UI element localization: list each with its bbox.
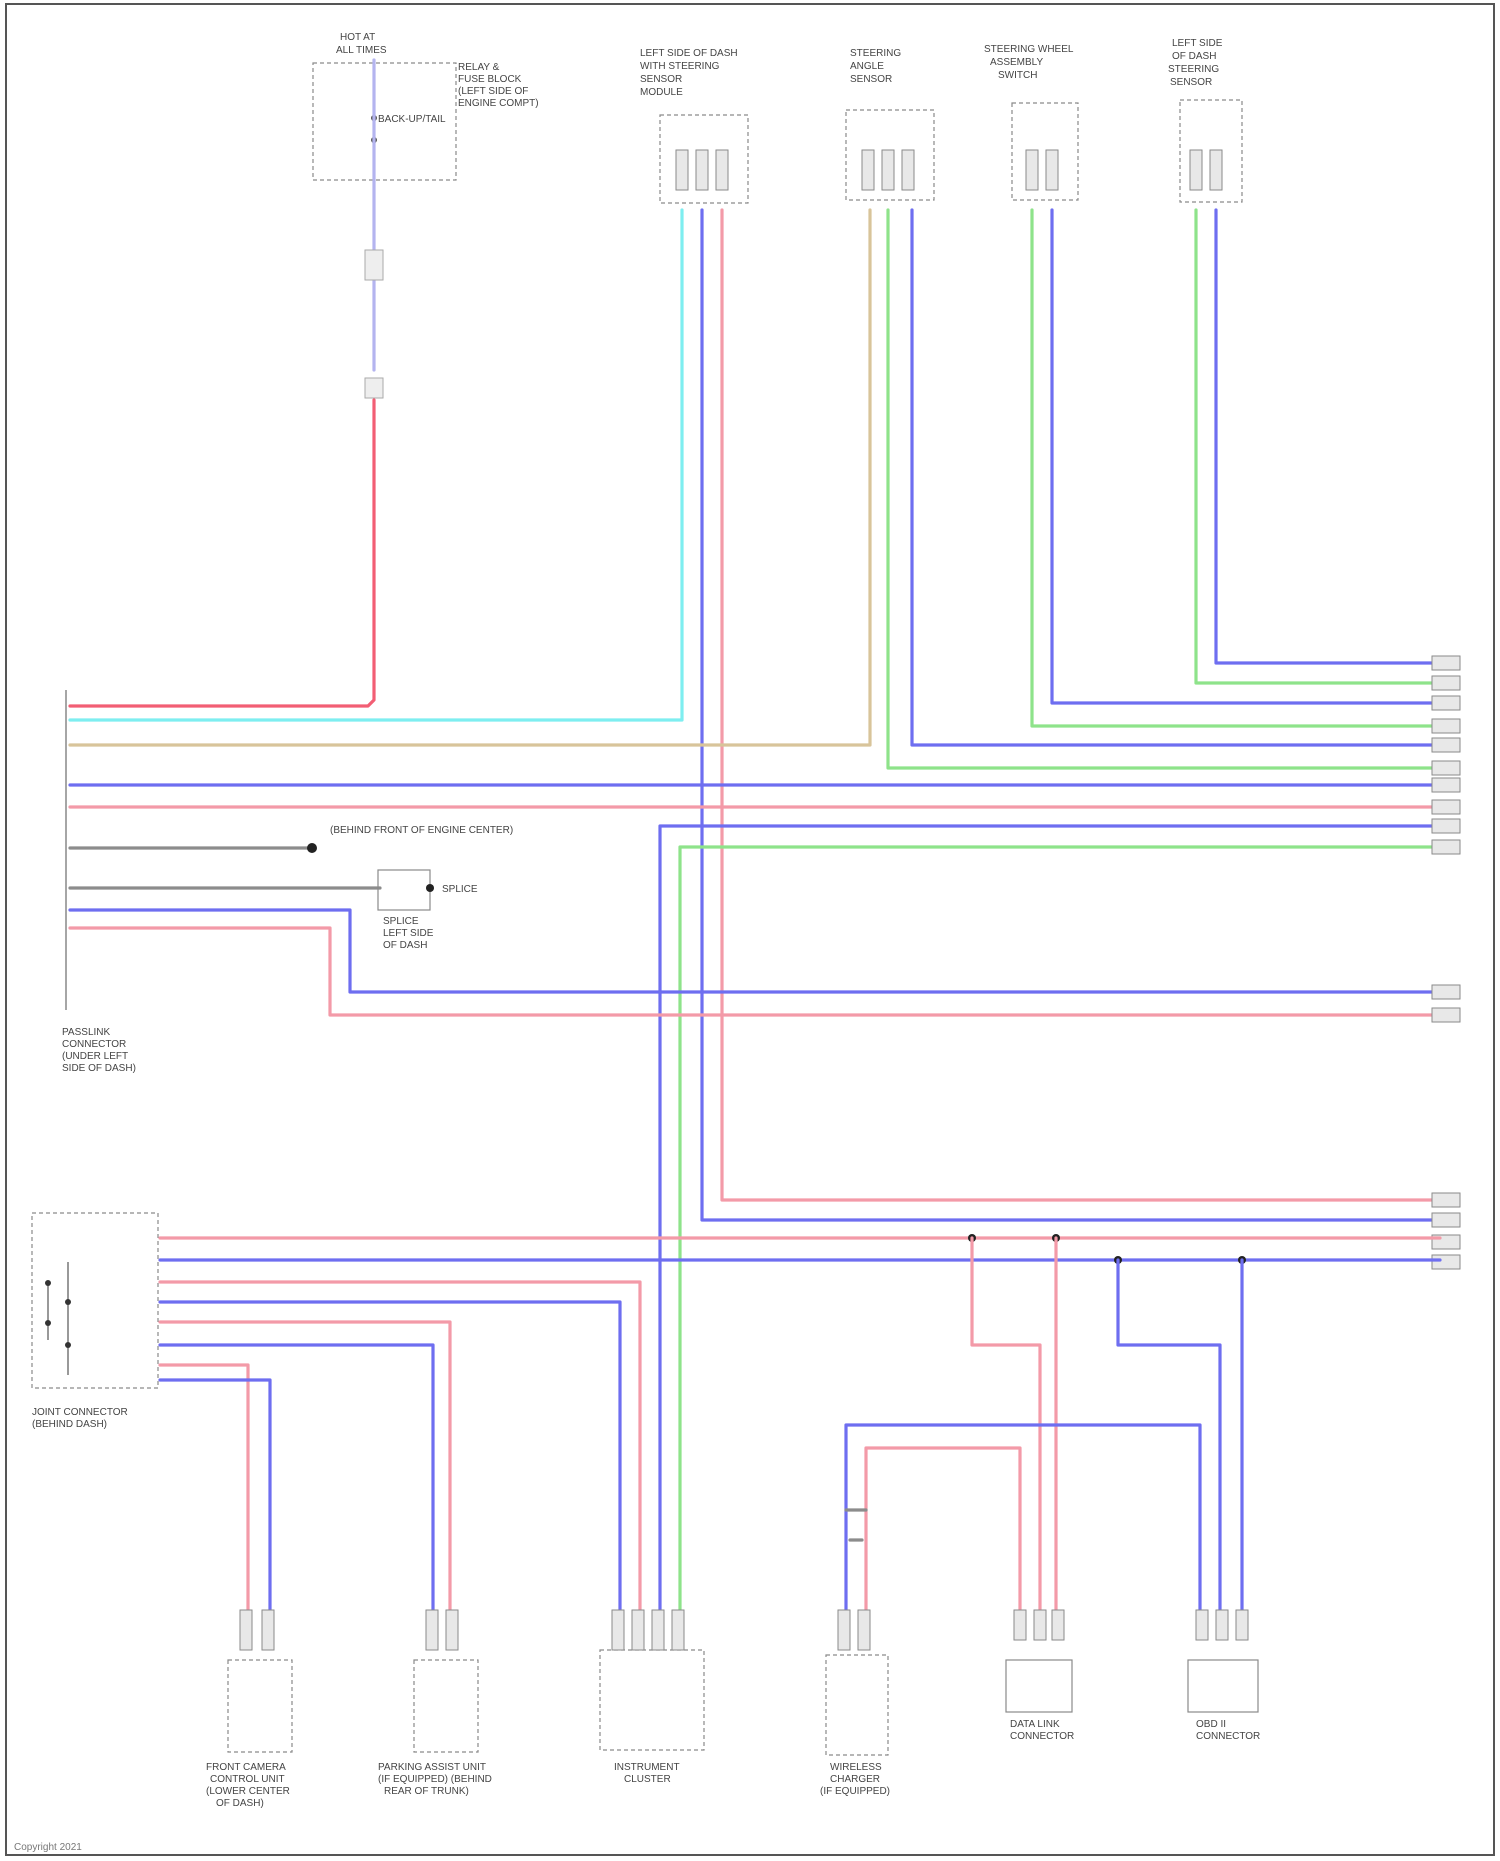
wire-red-main	[722, 210, 1440, 1200]
left-connector: PASSLINK CONNECTOR (UNDER LEFT SIDE OF D…	[62, 690, 136, 1074]
svg-text:SENSOR: SENSOR	[850, 74, 892, 85]
svg-text:WIRELESS: WIRELESS	[830, 1762, 882, 1773]
ground-point-1	[307, 843, 317, 853]
fuse-sub-line2: FUSE BLOCK	[458, 74, 522, 85]
svg-text:STEERING: STEERING	[1168, 64, 1219, 75]
svg-text:OBD II: OBD II	[1196, 1719, 1226, 1730]
svg-text:CONNECTOR: CONNECTOR	[62, 1039, 126, 1050]
svg-text:SENSOR: SENSOR	[640, 74, 682, 85]
svg-text:(IF EQUIPPED): (IF EQUIPPED)	[820, 1786, 890, 1797]
svg-text:SENSOR: SENSOR	[1170, 77, 1212, 88]
top-component-ssw-right2: LEFT SIDE OF DASH STEERING SENSOR	[1168, 38, 1242, 202]
right-terminals	[1432, 656, 1460, 1269]
wire-drop-blue-1	[1118, 1260, 1220, 1610]
svg-text:(BEHIND DASH): (BEHIND DASH)	[32, 1419, 107, 1430]
svg-text:REAR OF TRUNK): REAR OF TRUNK)	[384, 1786, 469, 1797]
wire-jb-blue-2	[160, 1302, 620, 1610]
wire-red-lower	[70, 928, 1440, 1015]
svg-text:LEFT SIDE: LEFT SIDE	[1172, 38, 1223, 49]
svg-text:JOINT CONNECTOR: JOINT CONNECTOR	[32, 1407, 128, 1418]
svg-text:INSTRUMENT: INSTRUMENT	[614, 1762, 680, 1773]
svg-text:WITH STEERING: WITH STEERING	[640, 61, 720, 72]
svg-text:CONNECTOR: CONNECTOR	[1010, 1731, 1074, 1742]
wire-cyan	[70, 210, 682, 720]
svg-text:CONTROL UNIT: CONTROL UNIT	[210, 1774, 285, 1785]
fuse-sub-line4: ENGINE COMPT)	[458, 98, 539, 109]
svg-text:LEFT SIDE: LEFT SIDE	[383, 928, 434, 939]
bottom-component-obd: OBD II CONNECTOR	[1188, 1610, 1260, 1742]
wire-tan	[70, 210, 870, 745]
svg-text:DATA LINK: DATA LINK	[1010, 1719, 1060, 1730]
wire-blue-3	[1052, 210, 1440, 703]
top-component-ssw-left: LEFT SIDE OF DASH WITH STEERING SENSOR M…	[640, 48, 748, 203]
svg-text:OF DASH: OF DASH	[1172, 51, 1216, 62]
svg-text:LEFT SIDE OF DASH: LEFT SIDE OF DASH	[640, 48, 738, 59]
junction-block: JOINT CONNECTOR (BEHIND DASH)	[32, 1213, 158, 1430]
svg-text:PARKING ASSIST UNIT: PARKING ASSIST UNIT	[378, 1762, 486, 1773]
svg-text:ANGLE: ANGLE	[850, 61, 884, 72]
svg-text:OF DASH: OF DASH	[383, 940, 427, 951]
wire-blue-main	[702, 210, 1440, 1220]
svg-text:(UNDER LEFT: (UNDER LEFT	[62, 1051, 128, 1062]
svg-text:(LOWER CENTER: (LOWER CENTER	[206, 1786, 290, 1797]
wire-blue-4	[1216, 210, 1440, 663]
wire-green-3	[1196, 210, 1440, 683]
svg-text:CONNECTOR: CONNECTOR	[1196, 1731, 1260, 1742]
svg-text:SPLICE: SPLICE	[383, 916, 419, 927]
top-component-ssw-mid: STEERING ANGLE SENSOR	[846, 48, 934, 200]
fuse-hot-line1: HOT AT	[340, 32, 375, 43]
svg-text:STEERING: STEERING	[850, 48, 901, 59]
wire-blue-cluster	[660, 826, 1440, 1610]
copyright-footer: Copyright 2021	[14, 1842, 82, 1853]
wire-green-cluster	[680, 847, 1440, 1610]
svg-text:SIDE OF DASH): SIDE OF DASH)	[62, 1063, 136, 1074]
wire-blue-lower	[70, 910, 1440, 992]
wire-charger-ground	[846, 1510, 866, 1540]
bottom-component-data-link: DATA LINK CONNECTOR	[1006, 1610, 1074, 1742]
wire-jb-blue-4	[160, 1380, 270, 1610]
svg-text:MODULE: MODULE	[640, 87, 683, 98]
ground-note: (BEHIND FRONT OF ENGINE CENTER)	[330, 825, 513, 836]
wire-jb-blue-3	[160, 1345, 433, 1610]
svg-text:CLUSTER: CLUSTER	[624, 1774, 671, 1785]
fuse-block: HOT AT ALL TIMES RELAY & FUSE BLOCK (LEF…	[313, 32, 539, 180]
svg-text:ASSEMBLY: ASSEMBLY	[990, 57, 1043, 68]
fuse-sub-line1: RELAY &	[458, 62, 500, 73]
svg-text:FRONT CAMERA: FRONT CAMERA	[206, 1762, 286, 1773]
wire-charger-red	[866, 1448, 1020, 1610]
svg-text:CHARGER: CHARGER	[830, 1774, 880, 1785]
svg-text:SWITCH: SWITCH	[998, 70, 1037, 81]
svg-text:STEERING WHEEL: STEERING WHEEL	[984, 44, 1074, 55]
bottom-component-front-camera: FRONT CAMERA CONTROL UNIT (LOWER CENTER …	[206, 1610, 292, 1809]
fuse-power-wire	[70, 400, 374, 706]
bottom-component-instrument-cluster: INSTRUMENT CLUSTER	[600, 1610, 704, 1785]
top-component-ssw-right1: STEERING WHEEL ASSEMBLY SWITCH	[984, 44, 1078, 200]
splice-label: SPLICE	[442, 884, 478, 895]
bottom-component-wireless-charger: WIRELESS CHARGER (IF EQUIPPED)	[820, 1610, 890, 1797]
wire-jb-red-4	[160, 1365, 248, 1610]
svg-text:OF DASH): OF DASH)	[216, 1798, 264, 1809]
splice-box	[378, 870, 430, 910]
wire-blue-2	[912, 210, 1440, 745]
svg-text:PASSLINK: PASSLINK	[62, 1027, 110, 1038]
fuse-label: BACK-UP/TAIL	[378, 114, 446, 125]
wire-jb-red-2	[160, 1282, 640, 1610]
wire-green-2	[1032, 210, 1440, 726]
fuse-inline-connector	[365, 250, 383, 280]
fuse-hot-line2: ALL TIMES	[336, 45, 387, 56]
fuse-sub-line3: (LEFT SIDE OF	[458, 86, 528, 97]
wire-charger-blue	[846, 1425, 1200, 1610]
bottom-component-parking-assist: PARKING ASSIST UNIT (IF EQUIPPED) (BEHIN…	[378, 1610, 492, 1797]
svg-text:(IF EQUIPPED) (BEHIND: (IF EQUIPPED) (BEHIND	[378, 1774, 492, 1785]
